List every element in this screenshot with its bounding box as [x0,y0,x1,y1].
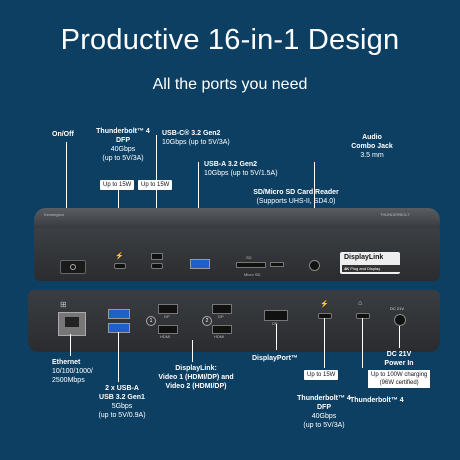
ethernet-label: Ethernet 10/100/1000/ 2500Mbps [52,359,93,384]
dc-port-label: DC 21V [390,306,405,311]
usba2-leader [118,332,119,382]
page-subtitle: All the ports you need [152,76,308,93]
displayport-port-label: DP [272,321,278,326]
tb4-rear-power-badge: Up to 15W [304,370,339,380]
dc-leader [399,326,400,348]
displayport-label: DisplayPort™ [252,355,298,362]
dp-port-1-label: DP [164,314,170,319]
tb4-front-port[interactable] [114,263,126,269]
ethernet-port-inner [65,317,79,327]
displayport-port[interactable] [264,310,288,321]
laptop-icon: ⌂ [358,300,363,307]
onoff-leader [66,142,67,242]
displaylink-logo-text: DisplayLink [344,254,384,261]
dp-port-1[interactable] [158,304,178,314]
tb4-rear-port[interactable] [318,313,332,319]
video-1-number: 1 [146,316,156,326]
dock-bottom-back-panel [28,290,440,352]
audio-label: Audio Combo Jack 3.5 mm [351,134,393,159]
tb4-top-power-badge: Up to 15W [100,180,135,190]
ethernet-leader [70,334,71,356]
network-icon: ⊞ [60,300,67,309]
usba-rear-port-1[interactable] [108,309,130,319]
dp-leader [276,324,277,350]
hdmi-port-1[interactable] [158,325,178,334]
usbc-port-icon [151,253,163,260]
microsd-slot-label: Micro SD [244,272,261,277]
hdmi-port-1-label: HDMI [160,334,171,339]
page-title: Productive 16-in-1 Design [60,24,400,56]
tb4-up-power-badge: Up to 100W charging (96W certified) [368,370,431,388]
tb4-rear-leader [324,318,325,368]
usba-leader [198,162,199,242]
usba-front-port[interactable] [190,259,210,269]
dp-port-2-label: DP [218,314,224,319]
power-button[interactable] [60,260,86,274]
displaylink-sub-bar: 4K Plug and Display [342,265,400,272]
sd-slot-label: SD [246,255,252,260]
thunderbolt-icon: ⚡ [115,253,124,260]
onoff-label: On/Off [52,131,74,138]
usbc-power-badge: Up to 15W [138,180,173,190]
sd-label: SD/Micro SD Card Reader (Supports UHS-II… [253,189,339,205]
usbc-leader [156,135,157,242]
usbc-front-port[interactable] [151,263,163,269]
sd-card-slot[interactable] [236,262,266,268]
video-2-number: 2 [202,316,212,326]
tb4-rear-label: Thunderbolt™ 4 DFP 40Gbps (up to 5V/3A) [297,395,351,429]
audio-jack[interactable] [309,260,320,271]
dc-power-port[interactable] [394,314,406,326]
displaylink-badge: DisplayLink 4K Plug and Display [340,252,400,274]
tb4-up-leader [362,318,363,368]
tb4-upstream-port[interactable] [356,313,370,319]
microsd-slot[interactable] [270,262,284,267]
usba2-label: 2 x USB-A USB 3.2 Gen1 5Gbps (up to 5V/0… [98,385,146,419]
hdmi-port-2[interactable] [212,325,232,334]
thunderbolt-rear-icon: ⚡ [320,301,329,308]
usbc-label: USB-C® 3.2 Gen2 10Gbps (up to 5V/3A) [162,130,230,146]
displaylink-leader [192,340,193,362]
thunderbolt-logo: THUNDERBOLT [380,212,410,217]
ethernet-port[interactable] [58,312,86,336]
usba-rear-port-2[interactable] [108,323,130,333]
power-icon [70,264,76,270]
brand-logo: Kensington [44,212,65,217]
displaylink-label: DisplayLink: Video 1 (HDMI/DP) and Video… [158,365,234,390]
usba-label: USB-A 3.2 Gen2 10Gbps (up to 5V/1.5A) [204,161,278,177]
tb4-up-label: Thunderbolt™ 4 [350,397,404,404]
dp-port-2[interactable] [212,304,232,314]
hdmi-port-2-label: HDMI [214,334,225,339]
audio-leader [314,162,315,242]
dc-label: DC 21V Power In [384,351,414,367]
tb4-top-label: Thunderbolt™ 4 DFP 40Gbps (up to 5V/3A) [96,128,150,162]
